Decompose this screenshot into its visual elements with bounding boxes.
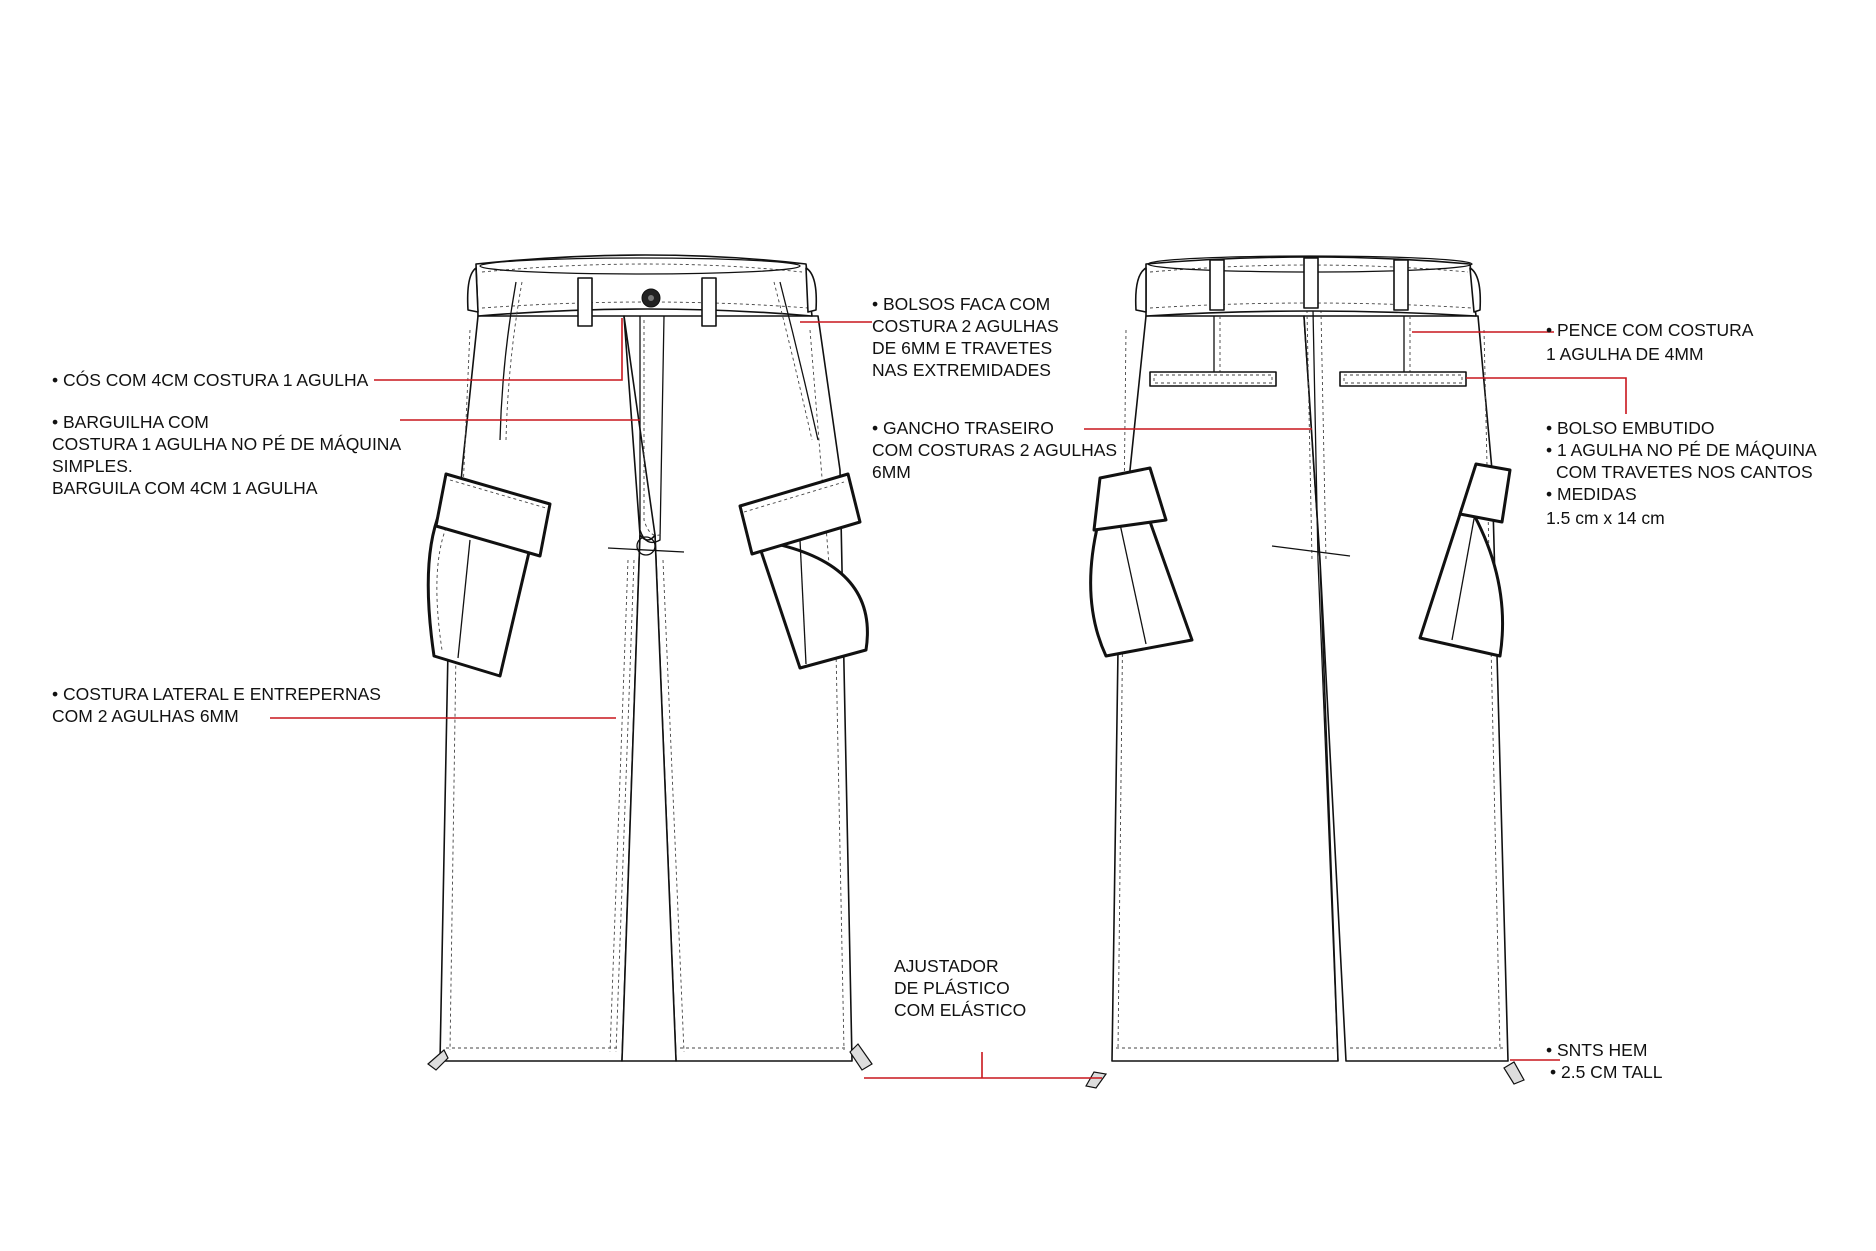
belt-loop <box>1209 259 1225 311</box>
adjuster-front-right <box>849 1043 873 1071</box>
welt-pocket-right <box>1339 371 1467 387</box>
front-left-leg <box>439 315 641 1062</box>
annotation-line: • SNTS HEM <box>1546 1040 1647 1060</box>
belt-loop <box>1303 257 1319 309</box>
annotation-line: NAS EXTREMIDADES <box>872 360 1051 380</box>
fly <box>639 315 665 544</box>
cargo-pocket-front-right <box>754 538 869 670</box>
annotation-line: BARGUILA COM 4CM 1 AGULHA <box>52 478 318 498</box>
annotation-line: • 2.5 CM TALL <box>1550 1062 1663 1082</box>
adjuster-back-right <box>1503 1061 1525 1085</box>
annotation-line: • BARGUILHA COM <box>52 412 209 432</box>
annotation-waistband: • CÓS COM 4CM COSTURA 1 AGULHA <box>52 369 369 390</box>
annotation-front-pockets: • BOLSOS FACA COM COSTURA 2 AGULHAS DE 6… <box>872 294 1059 380</box>
annotation-dart: • PENCE COM COSTURA 1 AGULHA DE 4MM <box>1546 320 1754 364</box>
back-view <box>1085 255 1525 1089</box>
welt-pocket-left <box>1149 371 1277 387</box>
annotation-line: 1.5 cm x 14 cm <box>1546 508 1665 528</box>
cargo-pocket-front-left <box>426 510 532 678</box>
annotation-line: COM TRAVETES NOS CANTOS <box>1556 462 1813 482</box>
front-pocket-left <box>499 281 517 441</box>
annotation-line: • CÓS COM 4CM COSTURA 1 AGULHA <box>52 369 369 390</box>
back-right-leg <box>1303 315 1509 1062</box>
annotation-back-rise: • GANCHO TRASEIRO COM COSTURAS 2 AGULHAS… <box>872 418 1117 482</box>
annotation-line: • BOLSO EMBUTIDO <box>1546 418 1715 438</box>
leader-lines <box>270 318 1627 1079</box>
annotation-line: • GANCHO TRASEIRO <box>872 418 1054 438</box>
annotation-line: AJUSTADOR <box>894 956 999 976</box>
adjuster-front-left <box>427 1049 449 1071</box>
annotation-side-seam: • COSTURA LATERAL E ENTREPERNAS COM 2 AG… <box>52 684 381 726</box>
annotation-line: COM 2 AGULHAS 6MM <box>52 706 239 726</box>
annotation-line: • MEDIDAS <box>1546 484 1637 504</box>
cargo-flap-back-left <box>1092 466 1168 532</box>
belt-loop <box>701 277 717 327</box>
front-waistband <box>475 254 813 317</box>
annotation-fly: • BARGUILHA COM COSTURA 1 AGULHA NO PÉ D… <box>52 412 401 498</box>
annotation-line: 1 AGULHA DE 4MM <box>1546 344 1704 364</box>
annotation-line: COM COSTURAS 2 AGULHAS <box>872 440 1117 460</box>
annotation-welt-pocket: • BOLSO EMBUTIDO • 1 AGULHA NO PÉ DE MÁQ… <box>1546 418 1817 528</box>
annotation-line: • COSTURA LATERAL E ENTREPERNAS <box>52 684 381 704</box>
front-view <box>426 254 873 1071</box>
cargo-pocket-back-left <box>1089 514 1194 658</box>
svg-text:• CÓS COM 4CM COSTURA 1 AGULHA: • CÓS COM 4CM COSTURA 1 AGULHA <box>52 369 369 390</box>
annotation-line: DE PLÁSTICO <box>894 978 1010 998</box>
back-rise-seam <box>1311 259 1339 1062</box>
annotation-adjuster: AJUSTADOR DE PLÁSTICO COM ELÁSTICO <box>894 956 1026 1020</box>
annotation-line: COSTURA 1 AGULHA NO PÉ DE MÁQUINA <box>52 434 401 454</box>
annotation-line: • 1 AGULHA NO PÉ DE MÁQUINA <box>1546 440 1817 460</box>
annotation-line: 6MM <box>872 462 911 482</box>
adjuster-back-left <box>1085 1071 1108 1089</box>
cargo-flap-front-right <box>738 472 862 556</box>
annotation-line: • PENCE COM COSTURA <box>1546 320 1754 340</box>
belt-loop <box>1393 259 1409 311</box>
annotation-line: • BOLSOS FACA COM <box>872 294 1050 314</box>
annotation-line: DE 6MM E TRAVETES <box>872 338 1052 358</box>
cargo-flap-back-right <box>1458 462 1512 524</box>
belt-loop <box>577 277 593 327</box>
cargo-flap-front-left <box>434 472 552 558</box>
front-pocket-right <box>779 281 819 441</box>
cargo-pocket-back-right <box>1418 502 1505 658</box>
annotation-line: COM ELÁSTICO <box>894 1000 1026 1020</box>
annotation-hem: • SNTS HEM • 2.5 CM TALL <box>1546 1040 1663 1082</box>
annotation-line: SIMPLES. <box>52 456 133 476</box>
back-left-leg <box>1111 315 1339 1062</box>
annotation-line: COSTURA 2 AGULHAS <box>872 316 1059 336</box>
